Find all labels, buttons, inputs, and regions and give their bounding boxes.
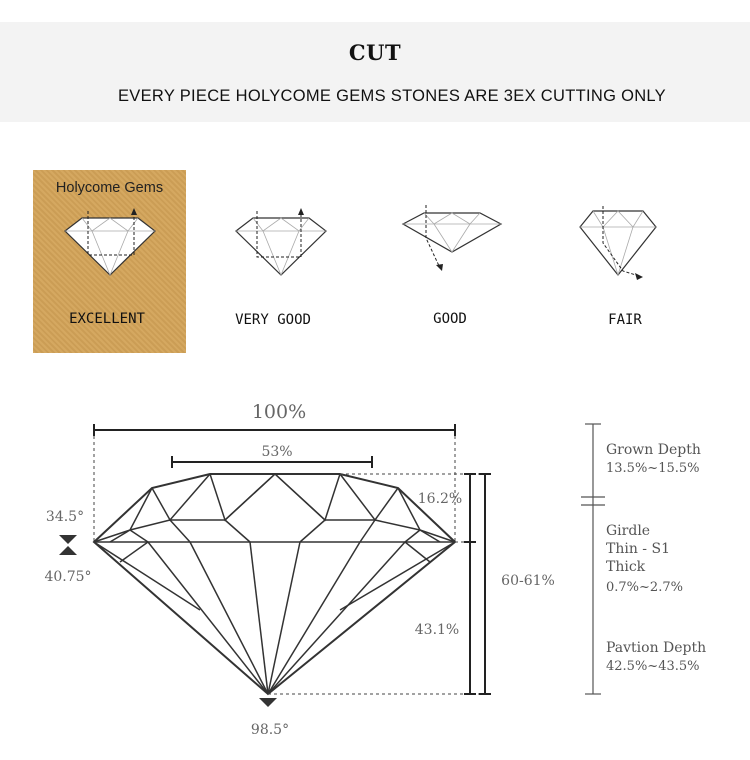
- width-percentage-label: 100%: [252, 401, 306, 423]
- pavilion-height-label: 43.1%: [415, 622, 459, 638]
- girdle-thin-label: Thin - S1: [606, 541, 670, 557]
- culet-angle-label: 98.5°: [251, 722, 289, 738]
- brand-label: Holycome Gems: [55, 180, 164, 196]
- spec-bracket: [581, 423, 605, 695]
- grade-label-very-good: VERY GOOD: [235, 312, 311, 328]
- diamond-light-return-icon: [64, 208, 156, 277]
- grade-label-fair: FAIR: [608, 312, 642, 328]
- crown-height-label: 16.2%: [418, 491, 462, 507]
- pavilion-depth-label: Pavtion Depth: [606, 640, 706, 656]
- crown-angle-label: 34.5°: [46, 509, 84, 525]
- page-title: CUT: [348, 40, 402, 65]
- header-banner: [0, 22, 750, 122]
- pavilion-angle-label: 40.75°: [44, 569, 91, 585]
- crown-depth-value: 13.5%~15.5%: [606, 461, 700, 476]
- girdle-label: Girdle: [606, 523, 650, 539]
- grade-label-good: GOOD: [433, 311, 467, 327]
- girdle-thick-label: Thick: [606, 559, 646, 575]
- diamond-light-leak-shallow-icon: [401, 205, 503, 271]
- culet-angle-marker-icon: [259, 698, 277, 707]
- crown-angle-marker-icon: [59, 535, 77, 544]
- grade-label-excellent: EXCELLENT: [69, 311, 145, 327]
- diamond-light-return-icon: [235, 208, 327, 277]
- diamond-proportion-diagram: 100% 53%: [44, 401, 706, 738]
- table-percentage-label: 53%: [261, 444, 292, 460]
- page-subtitle: EVERY PIECE HOLYCOME GEMS STONES ARE 3EX…: [117, 87, 666, 105]
- pavilion-depth-value: 42.5%~43.5%: [606, 659, 700, 674]
- diamond-profile: [92, 473, 457, 696]
- pavilion-angle-marker-icon: [59, 546, 77, 555]
- depth-dimension-lines: [268, 473, 491, 695]
- crown-depth-label: Grown Depth: [606, 442, 701, 458]
- girdle-value: 0.7%~2.7%: [606, 580, 683, 595]
- diamond-light-leak-deep-icon: [579, 206, 657, 280]
- width-dimension: [93, 424, 456, 542]
- table-dimension: [171, 456, 373, 468]
- total-depth-label: 60-61%: [501, 573, 555, 589]
